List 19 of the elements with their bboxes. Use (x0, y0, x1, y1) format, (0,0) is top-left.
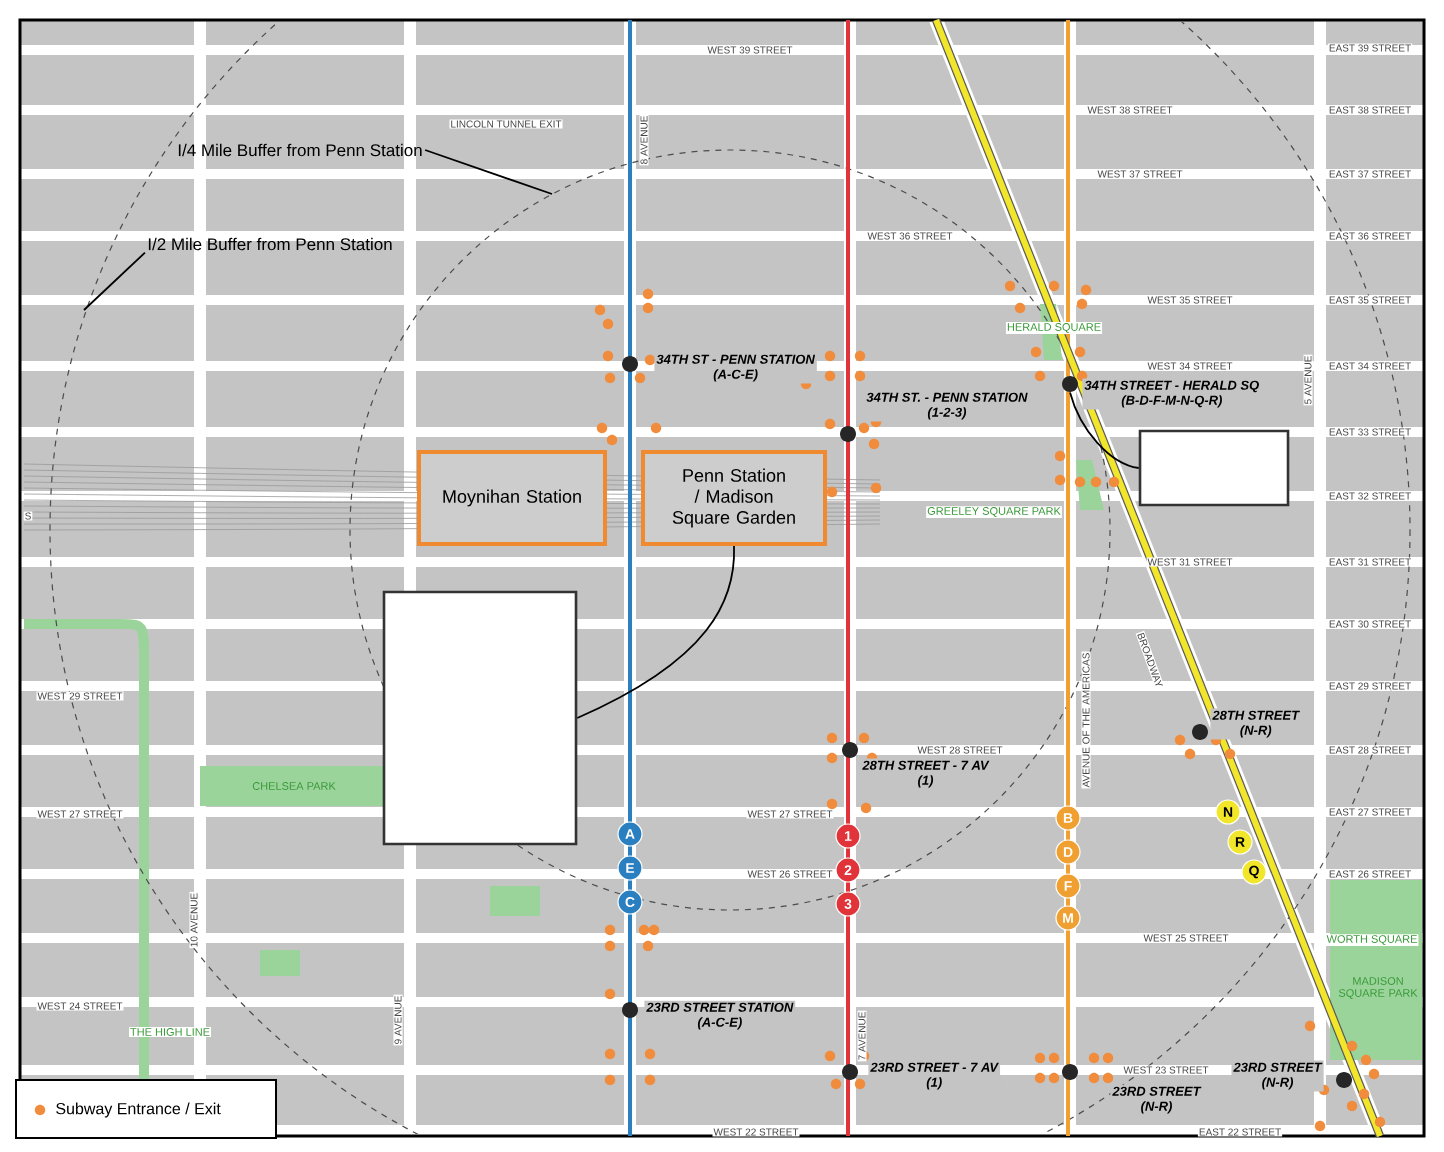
station-dot (842, 742, 858, 758)
legend-text: Subway Entrance / Exit (56, 1102, 221, 1118)
station-dot (1192, 724, 1208, 740)
station-dot (622, 356, 638, 372)
blank-box (1138, 429, 1290, 507)
station-dot (1062, 376, 1078, 392)
leader-line (1069, 391, 1140, 469)
station-dot (1062, 1064, 1078, 1080)
station-dot (622, 1002, 638, 1018)
station-dot (840, 426, 856, 442)
station-outline: Moynihan Station (417, 450, 607, 546)
buffer-label: I/2 Mile Buffer from Penn Station (148, 237, 392, 251)
station-dot (1336, 1072, 1352, 1088)
leader-line (576, 545, 735, 719)
buffer-label: I/4 Mile Buffer from Penn Station (178, 143, 422, 157)
leader-line (424, 149, 553, 195)
leader-line (83, 251, 146, 311)
station-dot (842, 1064, 858, 1080)
station-outline: Penn Station / Madison Square Garden (641, 450, 827, 546)
